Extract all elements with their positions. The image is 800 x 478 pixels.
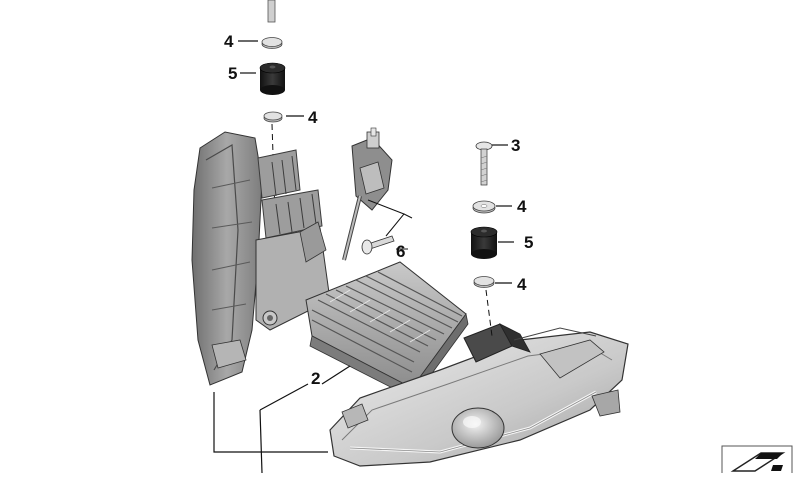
right-mount-stack	[470, 141, 498, 337]
projector-lens	[451, 407, 505, 449]
washer-right-upper	[472, 200, 496, 214]
adjuster-assembly	[342, 127, 413, 261]
callout-washer-top-upper: 4	[224, 32, 234, 51]
callout-washer-right-lower: 4	[517, 275, 527, 294]
washer-top-lower	[263, 111, 283, 123]
callout-washer-top-lower: 4	[308, 108, 318, 127]
damper-right	[470, 226, 498, 259]
callout-screw-right: 3	[511, 136, 521, 155]
damper-top	[259, 62, 286, 95]
callout-damper-right: 5	[524, 233, 534, 252]
headlight-front	[329, 323, 629, 467]
washer-top-upper	[261, 37, 283, 49]
screw-center	[361, 235, 408, 255]
screw-right	[475, 141, 493, 186]
callout-headlight-assembly: 2	[311, 369, 321, 388]
callout-screw-center: 6	[396, 242, 406, 261]
rear-fins	[257, 149, 323, 239]
bookmark-icon	[721, 445, 793, 473]
callout-damper-top: 5	[228, 64, 238, 83]
leader-lines	[213, 40, 514, 474]
headlight-housing	[191, 131, 331, 386]
callout-washer-right-upper: 4	[517, 197, 527, 216]
control-unit-heatsink	[305, 261, 469, 399]
washer-right-lower	[473, 276, 495, 288]
top-bolt	[267, 0, 276, 23]
